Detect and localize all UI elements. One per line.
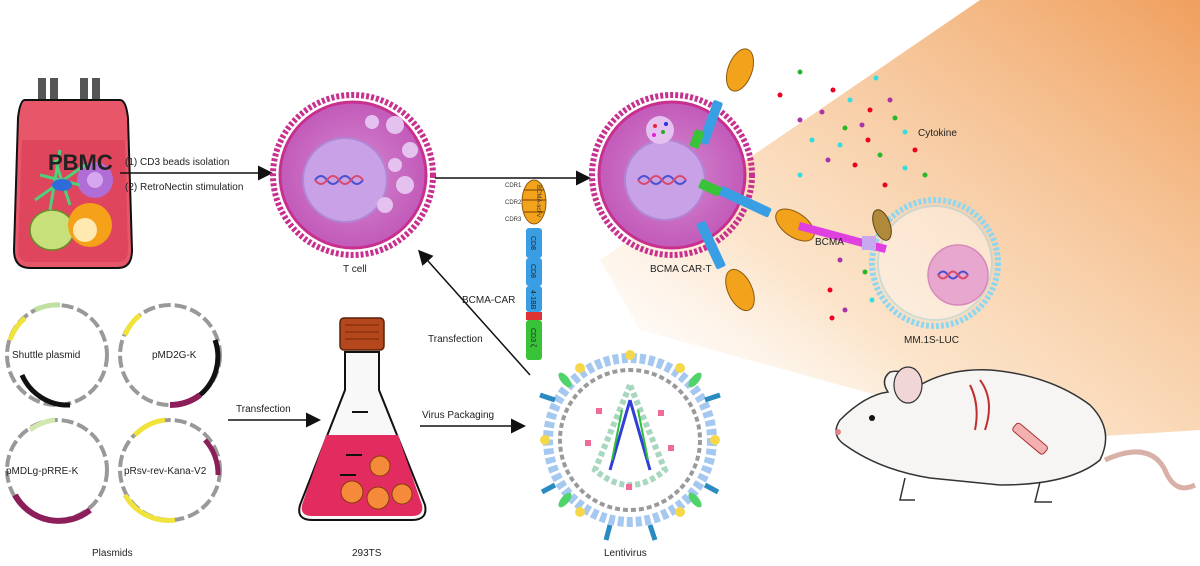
bcma-label: BCMA (815, 237, 844, 248)
car-construct: CDR1 CDR2 CDR3 BCMA-scFv CD8 CD8 4-1BB C… (505, 179, 547, 360)
cdr1-label: CDR1 (505, 183, 522, 189)
mm1s-label: MM.1S-LUC (904, 335, 959, 346)
lentivirus-particle (539, 350, 721, 541)
41bb-domain: 4-1BB (529, 290, 536, 310)
virus-packaging-label: Virus Packaging (422, 410, 494, 421)
car-t-label: BCMA CAR-T (650, 264, 712, 275)
plasmid-1-label: Shuttle plasmid (12, 350, 80, 361)
plasmid-3-label: pMDLg-pRRE-K (6, 466, 79, 477)
t-cell (270, 92, 436, 258)
plasmid-prsv: pRsv-rev-Kana-V2 (118, 417, 222, 523)
pbmc-label: PBMC (48, 150, 113, 175)
cytokine-particles (777, 69, 928, 321)
flask-label: 293TS (352, 548, 382, 559)
car-t-cell (589, 48, 815, 312)
car-receptor-right (698, 179, 815, 242)
cytokine-label: Cytokine (918, 128, 957, 139)
t-cell-label: T cell (343, 264, 367, 275)
bcma-car-label: BCMA-CAR (462, 295, 515, 306)
plasmid-pmd2g: pMD2G-K (118, 303, 222, 408)
mm1s-tumor-cell (797, 197, 1001, 329)
transfection-upper-label: Transfection (428, 334, 483, 345)
plasmid-pmdlg: pMDLg-pRRE-K (5, 417, 109, 524)
car-receptor-top (689, 48, 755, 149)
cd8-domain-1: CD8 (529, 236, 536, 250)
plasmids-label: Plasmids (92, 548, 133, 559)
cdr2-label: CDR2 (505, 200, 522, 206)
pbmc-blood-bag: PBMC (12, 78, 134, 269)
flask-293ts (298, 317, 427, 521)
mouse-illustration (835, 366, 1197, 503)
lentivirus-label: Lentivirus (604, 548, 647, 559)
plasmid-4-label: pRsv-rev-Kana-V2 (124, 466, 207, 477)
cd8-domain-2: CD8 (529, 264, 536, 278)
cdr3-label: CDR3 (505, 217, 522, 223)
arrow-lentivirus-to-t-cell (418, 249, 531, 376)
scfv-label: BCMA-scFv (535, 185, 541, 217)
light-beam (600, 0, 1200, 440)
step2-label: (2) RetroNectin stimulation (125, 182, 243, 193)
plasmid-shuttle: Shuttle plasmid (5, 302, 109, 408)
car-receptor-bottom (696, 220, 755, 312)
cd3z-domain: CD3 ζ (529, 328, 536, 347)
transfection-lower-label: Transfection (236, 404, 291, 415)
plasmid-2-label: pMD2G-K (152, 350, 197, 361)
step1-label: (1) CD3 beads isolation (125, 157, 230, 168)
